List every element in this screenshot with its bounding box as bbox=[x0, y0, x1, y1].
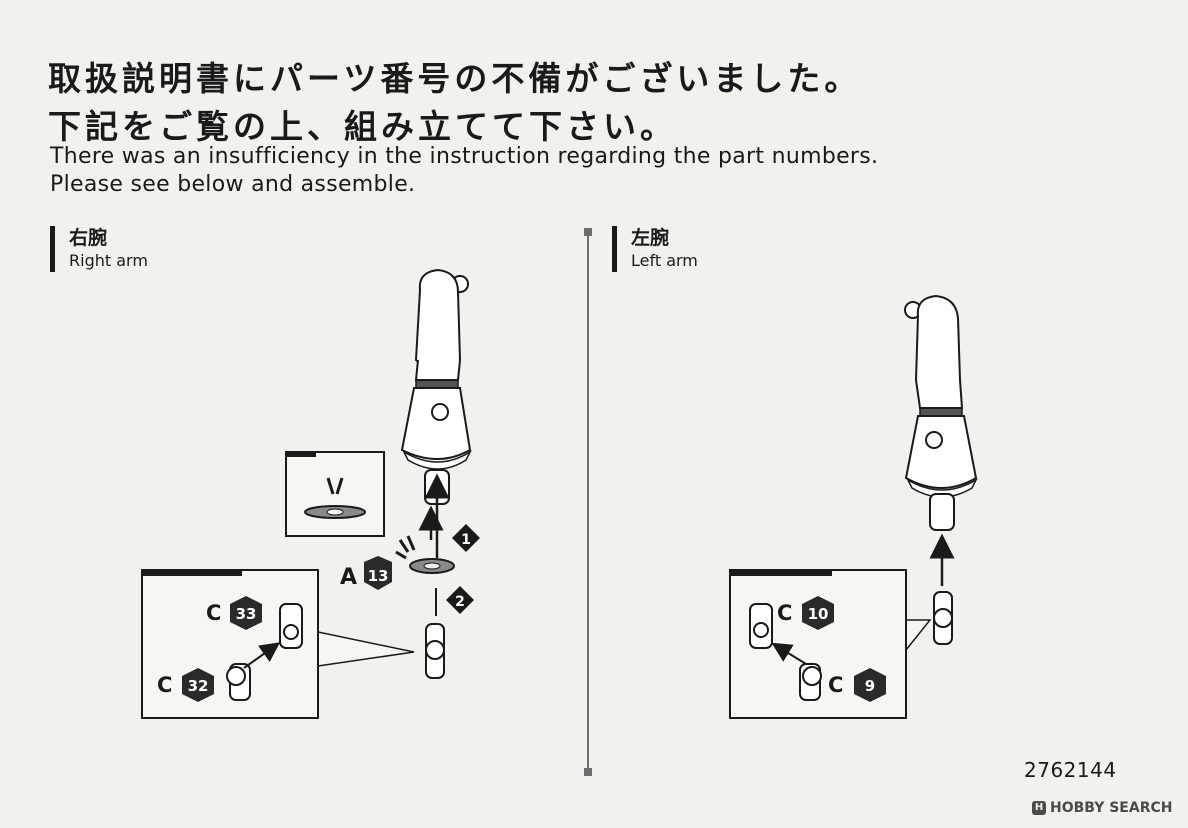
left-arm-title-jp: 左腕 bbox=[631, 227, 670, 249]
divider-bottom-cap bbox=[584, 768, 592, 776]
right-arm-title-en: Right arm bbox=[69, 251, 148, 270]
ring-detail-inset bbox=[285, 451, 385, 537]
hexagon-badge-icon bbox=[802, 596, 834, 630]
right-arm-part bbox=[400, 268, 472, 505]
lower-part-number-left: 9 bbox=[865, 677, 875, 695]
diamond-step-icon bbox=[446, 586, 474, 614]
right-arm-section-title: 右腕 Right arm bbox=[50, 226, 148, 272]
right-arm-title-jp: 右腕 bbox=[69, 227, 108, 249]
diamond-step-icon bbox=[452, 524, 480, 552]
lower-part-letter-left: C bbox=[828, 673, 843, 697]
step1-number: 1 bbox=[461, 532, 471, 548]
right-hand-joint bbox=[425, 623, 445, 679]
left-hand-joint bbox=[933, 591, 953, 645]
part-a-letter: A bbox=[340, 565, 357, 590]
document-number: 2762144 bbox=[1024, 758, 1117, 782]
hexagon-badge-icon bbox=[854, 668, 886, 702]
step2-number: 2 bbox=[455, 594, 465, 610]
watermark-text: HOBBY SEARCH bbox=[1050, 800, 1173, 816]
hexagon-badge-icon bbox=[230, 596, 262, 630]
right-arm-callout bbox=[141, 569, 415, 719]
left-arm-part bbox=[904, 294, 978, 531]
upper-part-number-right: 33 bbox=[236, 605, 257, 623]
left-arm-section-title: 左腕 Left arm bbox=[612, 226, 698, 272]
left-arm-title-en: Left arm bbox=[631, 251, 698, 270]
lower-part-letter-right: C bbox=[157, 673, 172, 697]
notice-english-line-1: There was an insufficiency in the instru… bbox=[50, 144, 879, 169]
section-divider bbox=[587, 232, 589, 772]
divider-top-cap bbox=[584, 228, 592, 236]
upper-part-letter-left: C bbox=[777, 601, 792, 625]
notice-japanese-line-1: 取扱説明書にパーツ番号の不備がございました。 bbox=[48, 59, 862, 98]
notice-english-line-2: Please see below and assemble. bbox=[50, 172, 416, 197]
part-a-number: 13 bbox=[368, 567, 389, 585]
watermark-logo-icon: H bbox=[1032, 801, 1046, 815]
upper-part-number-left: 10 bbox=[808, 605, 829, 623]
hexagon-badge-icon bbox=[364, 556, 392, 590]
lower-part-number-right: 32 bbox=[188, 677, 209, 695]
notice-japanese-line-2: 下記をご覧の上、組み立てて下さい。 bbox=[48, 107, 677, 146]
watermark: H HOBBY SEARCH bbox=[1032, 800, 1172, 816]
upper-part-letter-right: C bbox=[206, 601, 221, 625]
hexagon-badge-icon bbox=[182, 668, 214, 702]
